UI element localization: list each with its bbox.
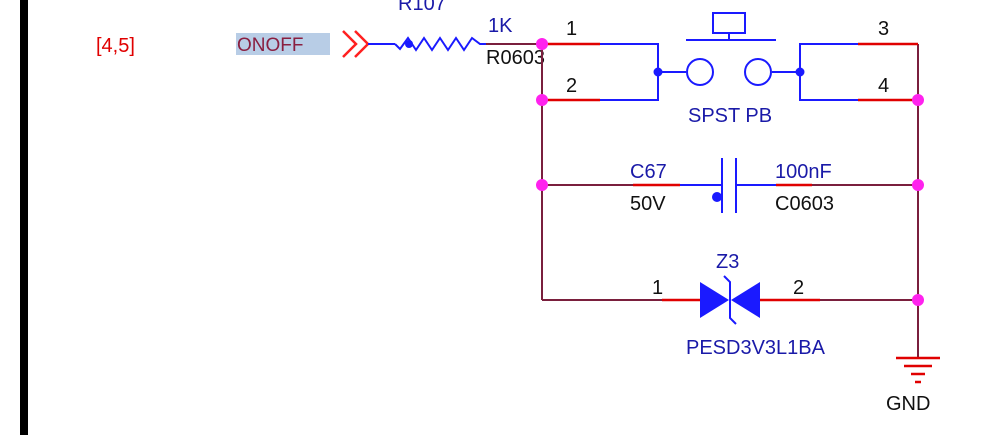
c67-voltage: 50V xyxy=(630,193,666,215)
r107-value: 1K xyxy=(488,15,513,37)
gnd-label: GND xyxy=(886,393,930,415)
switch-type-label: SPST PB xyxy=(688,105,772,127)
bidirectional-tvs-diode-icon xyxy=(700,275,760,325)
switch-pin-1: 1 xyxy=(566,18,577,40)
port-label[interactable]: ONOFF xyxy=(237,35,304,56)
pushbutton-switch-icon xyxy=(600,12,858,101)
port-label-highlight xyxy=(236,33,330,55)
switch-pin-4: 4 xyxy=(878,75,889,97)
c67-value: 100nF xyxy=(775,161,832,183)
c67-designator: C67 xyxy=(630,161,667,183)
resistor-icon xyxy=(368,36,486,52)
r107-footprint: R0603 xyxy=(486,47,545,69)
sheet-border xyxy=(20,0,28,435)
ground-icon xyxy=(896,356,940,384)
r107-designator: R107 xyxy=(398,0,446,15)
sheet-reference: [4,5] xyxy=(96,35,135,57)
switch-pin-3: 3 xyxy=(878,18,889,40)
junction-dots xyxy=(536,38,924,306)
z3-designator: Z3 xyxy=(716,251,739,273)
z3-pin-2: 2 xyxy=(793,277,804,299)
c67-footprint: C0603 xyxy=(775,193,834,215)
switch-pin-2: 2 xyxy=(566,75,577,97)
z3-pin-1: 1 xyxy=(652,277,663,299)
z3-part-number: PESD3V3L1BA xyxy=(686,337,826,359)
switch-pins xyxy=(542,42,918,102)
capacitor-icon xyxy=(680,158,776,213)
port-arrow-icon xyxy=(342,30,370,58)
